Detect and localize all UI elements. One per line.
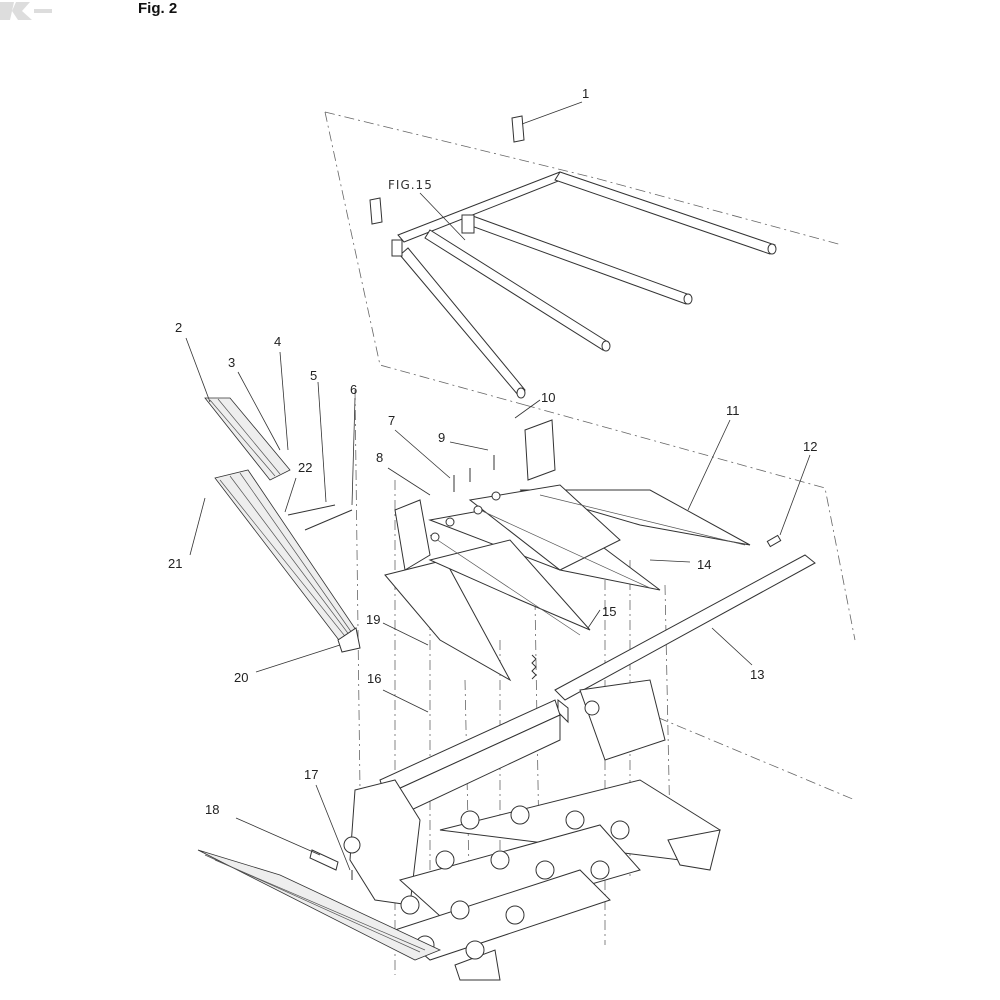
- callout-14: 14: [697, 557, 711, 572]
- callout-3: 3: [228, 355, 235, 370]
- callout-7: 7: [388, 413, 395, 428]
- figure-reference: FIG.15: [388, 178, 433, 192]
- callout-20: 20: [234, 670, 248, 685]
- callout-19: 19: [366, 612, 380, 627]
- reel-tine-frame: [369, 115, 777, 399]
- callout-6: 6: [350, 382, 357, 397]
- callout-10: 10: [541, 390, 555, 405]
- callout-9: 9: [438, 430, 445, 445]
- callout-12: 12: [803, 439, 817, 454]
- callout-18: 18: [205, 802, 219, 817]
- callout-1: 1: [582, 86, 589, 101]
- callout-8: 8: [376, 450, 383, 465]
- callout-4: 4: [274, 334, 281, 349]
- callout-11: 11: [726, 403, 740, 418]
- lower-left-divider: [197, 849, 442, 961]
- cross-beam: [531, 534, 816, 724]
- leader-lines: [185, 101, 811, 871]
- figure-title: Fig. 2: [138, 0, 178, 17]
- snout-hoods: [384, 419, 751, 682]
- callout-21: 21: [168, 556, 182, 571]
- callout-5: 5: [310, 368, 317, 383]
- callout-16: 16: [367, 671, 381, 686]
- callout-13: 13: [750, 667, 764, 682]
- callout-22: 22: [298, 460, 312, 475]
- brand-logo-icon: [0, 2, 52, 20]
- left-crop-divider: [204, 397, 361, 653]
- callout-15: 15: [602, 604, 616, 619]
- callout-2: 2: [175, 320, 182, 335]
- callout-17: 17: [304, 767, 318, 782]
